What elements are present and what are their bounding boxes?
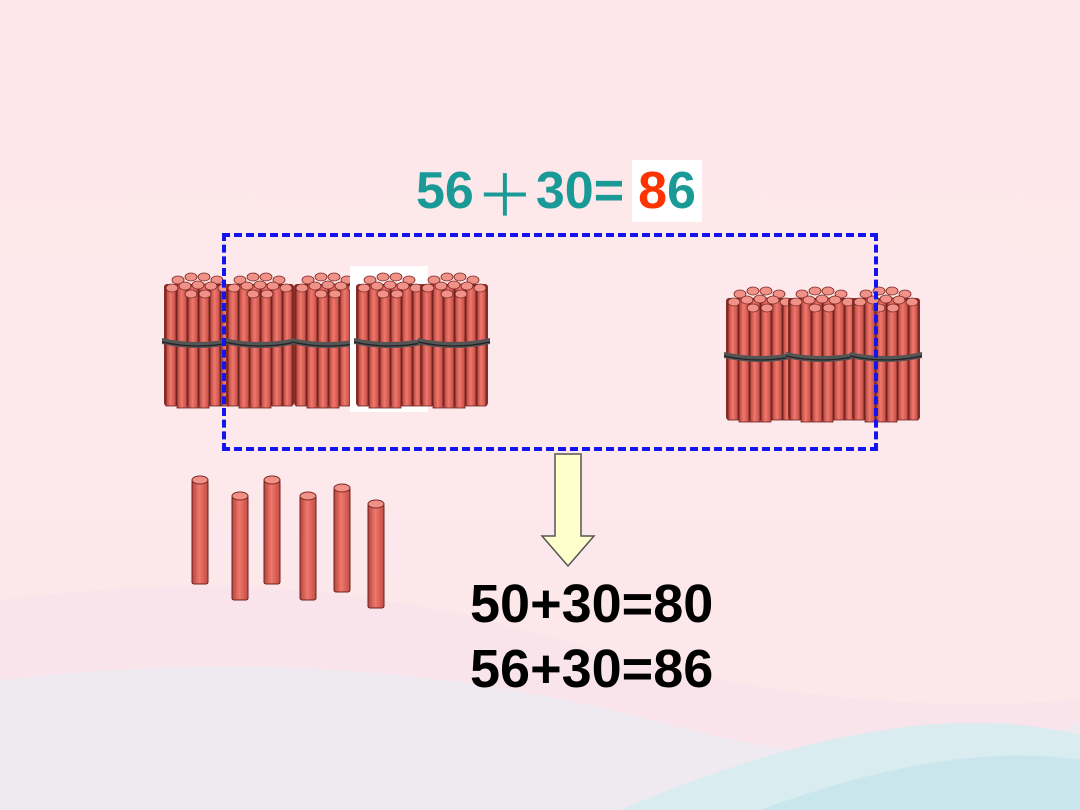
answer-ones-digit: 6 <box>667 162 696 220</box>
answer-tens-digit: 8 <box>638 162 667 220</box>
left-operand: 56 <box>416 162 474 220</box>
dashed-selection-box <box>222 233 878 451</box>
top-equation: 56 ＋ 30= 86 <box>416 160 702 229</box>
down-arrow-icon <box>540 453 596 568</box>
step-equation-2: 56+30=86 <box>470 639 714 699</box>
plus-sign: ＋ <box>475 164 534 229</box>
right-operand: 30= <box>535 162 625 220</box>
answer-box: 86 <box>632 160 702 222</box>
step-equation-1: 50+30=80 <box>470 574 714 634</box>
